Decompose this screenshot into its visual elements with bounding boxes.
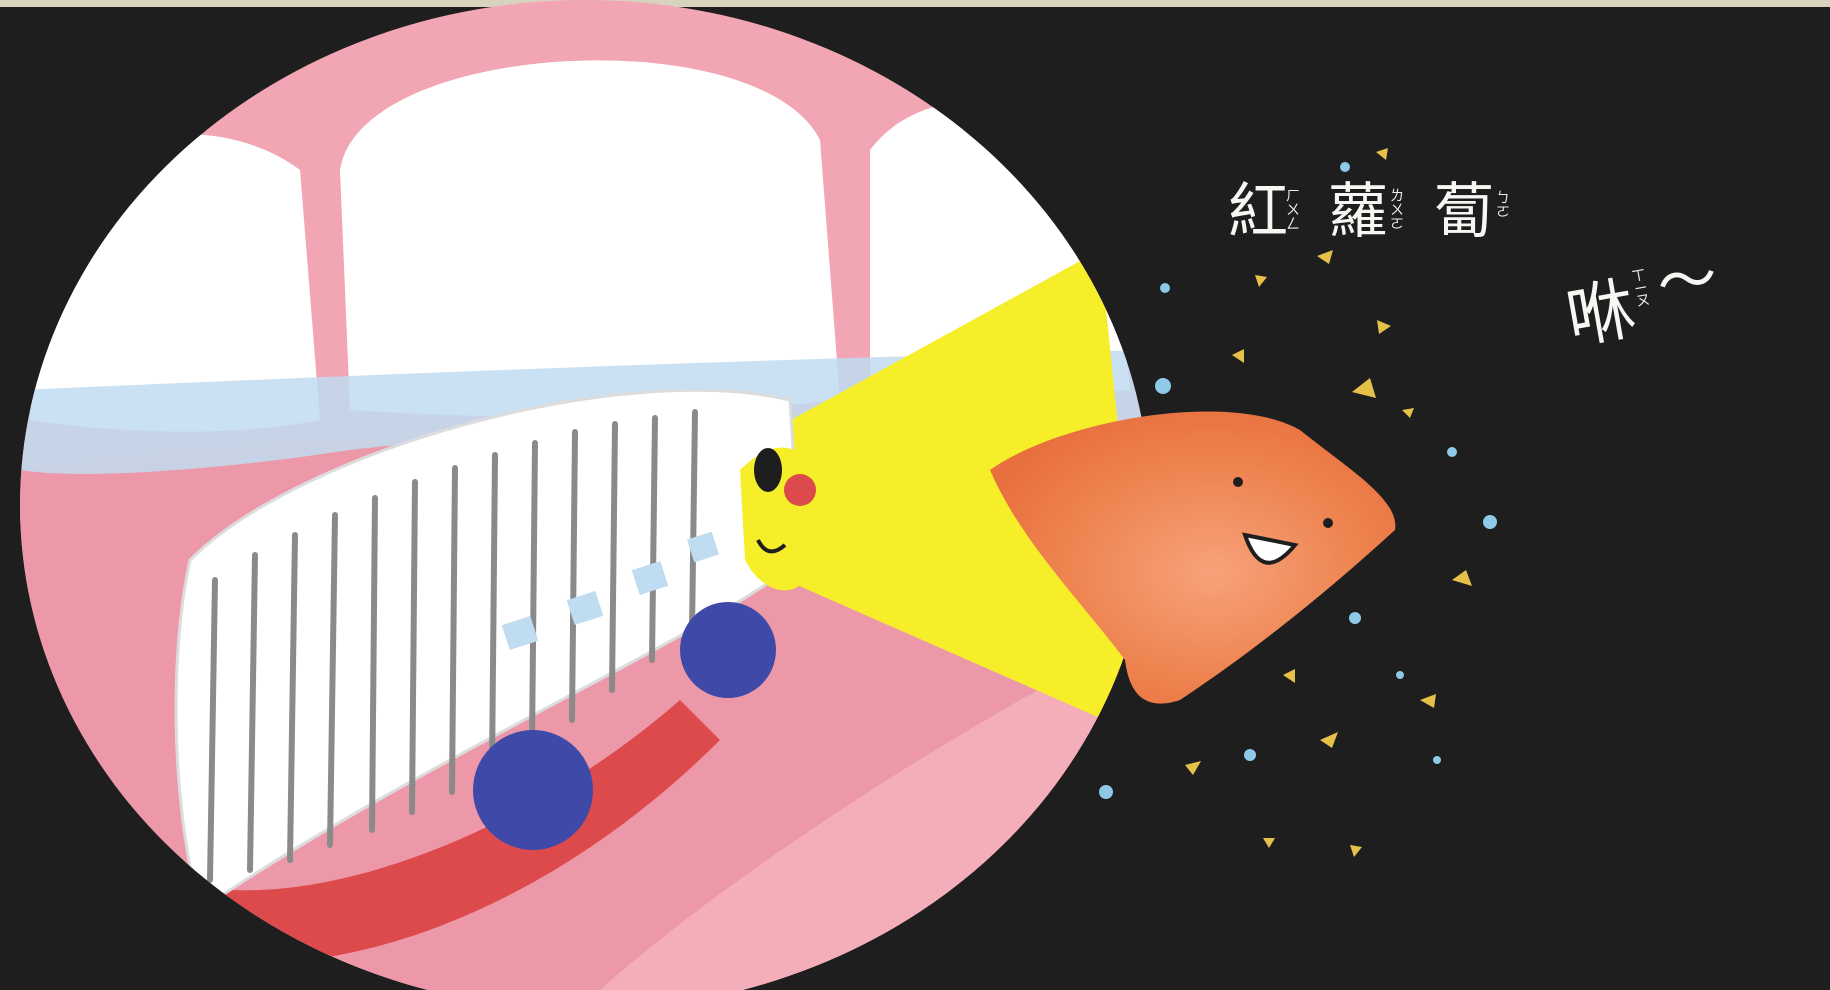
headlight-beam	[700, 250, 1150, 740]
carrot-crumbs	[1185, 148, 1472, 857]
bristles	[207, 409, 698, 883]
caption-zhuyin-1: ㄏㄨㄥ	[1284, 188, 1300, 230]
bus-smile	[756, 539, 787, 554]
tooth-center	[340, 60, 840, 417]
caption-word: 紅 ㄏㄨㄥ 蘿 ㄌㄨㄛ 蔔 ㄅㄛ	[1228, 177, 1510, 247]
top-edge-strip	[0, 0, 1830, 7]
mouth-scene	[20, 0, 1150, 990]
carrot-character	[990, 411, 1396, 704]
carrot-mouth	[1241, 532, 1299, 565]
sound-char: 咻	[1561, 270, 1642, 360]
caption-zhuyin-3: ㄅㄛ	[1494, 190, 1510, 218]
bus-wheel-front	[680, 602, 776, 698]
caption-char-1: 紅	[1228, 177, 1288, 247]
bus-wheel-rear	[473, 730, 593, 850]
carrot-eye-left	[1233, 477, 1243, 487]
carrot-eye-right	[1323, 518, 1333, 528]
caption-zhuyin-2: ㄌㄨㄛ	[1388, 188, 1404, 230]
caption-char-3: 蔔	[1434, 177, 1494, 247]
sound-tilde: ～	[1652, 242, 1723, 321]
tongue-stripe	[170, 700, 720, 964]
bus-nose	[784, 474, 816, 506]
bus-eye	[754, 448, 782, 492]
sparkle-dots	[1099, 162, 1497, 799]
sound-zhuyin: ㄒㄧㄡ	[1629, 267, 1652, 309]
caption-char-2: 蘿	[1328, 177, 1388, 247]
toothbrush-bus	[174, 388, 816, 913]
bus-windows	[501, 531, 720, 650]
sound-effect: 咻 ㄒㄧㄡ ～	[1561, 242, 1724, 360]
